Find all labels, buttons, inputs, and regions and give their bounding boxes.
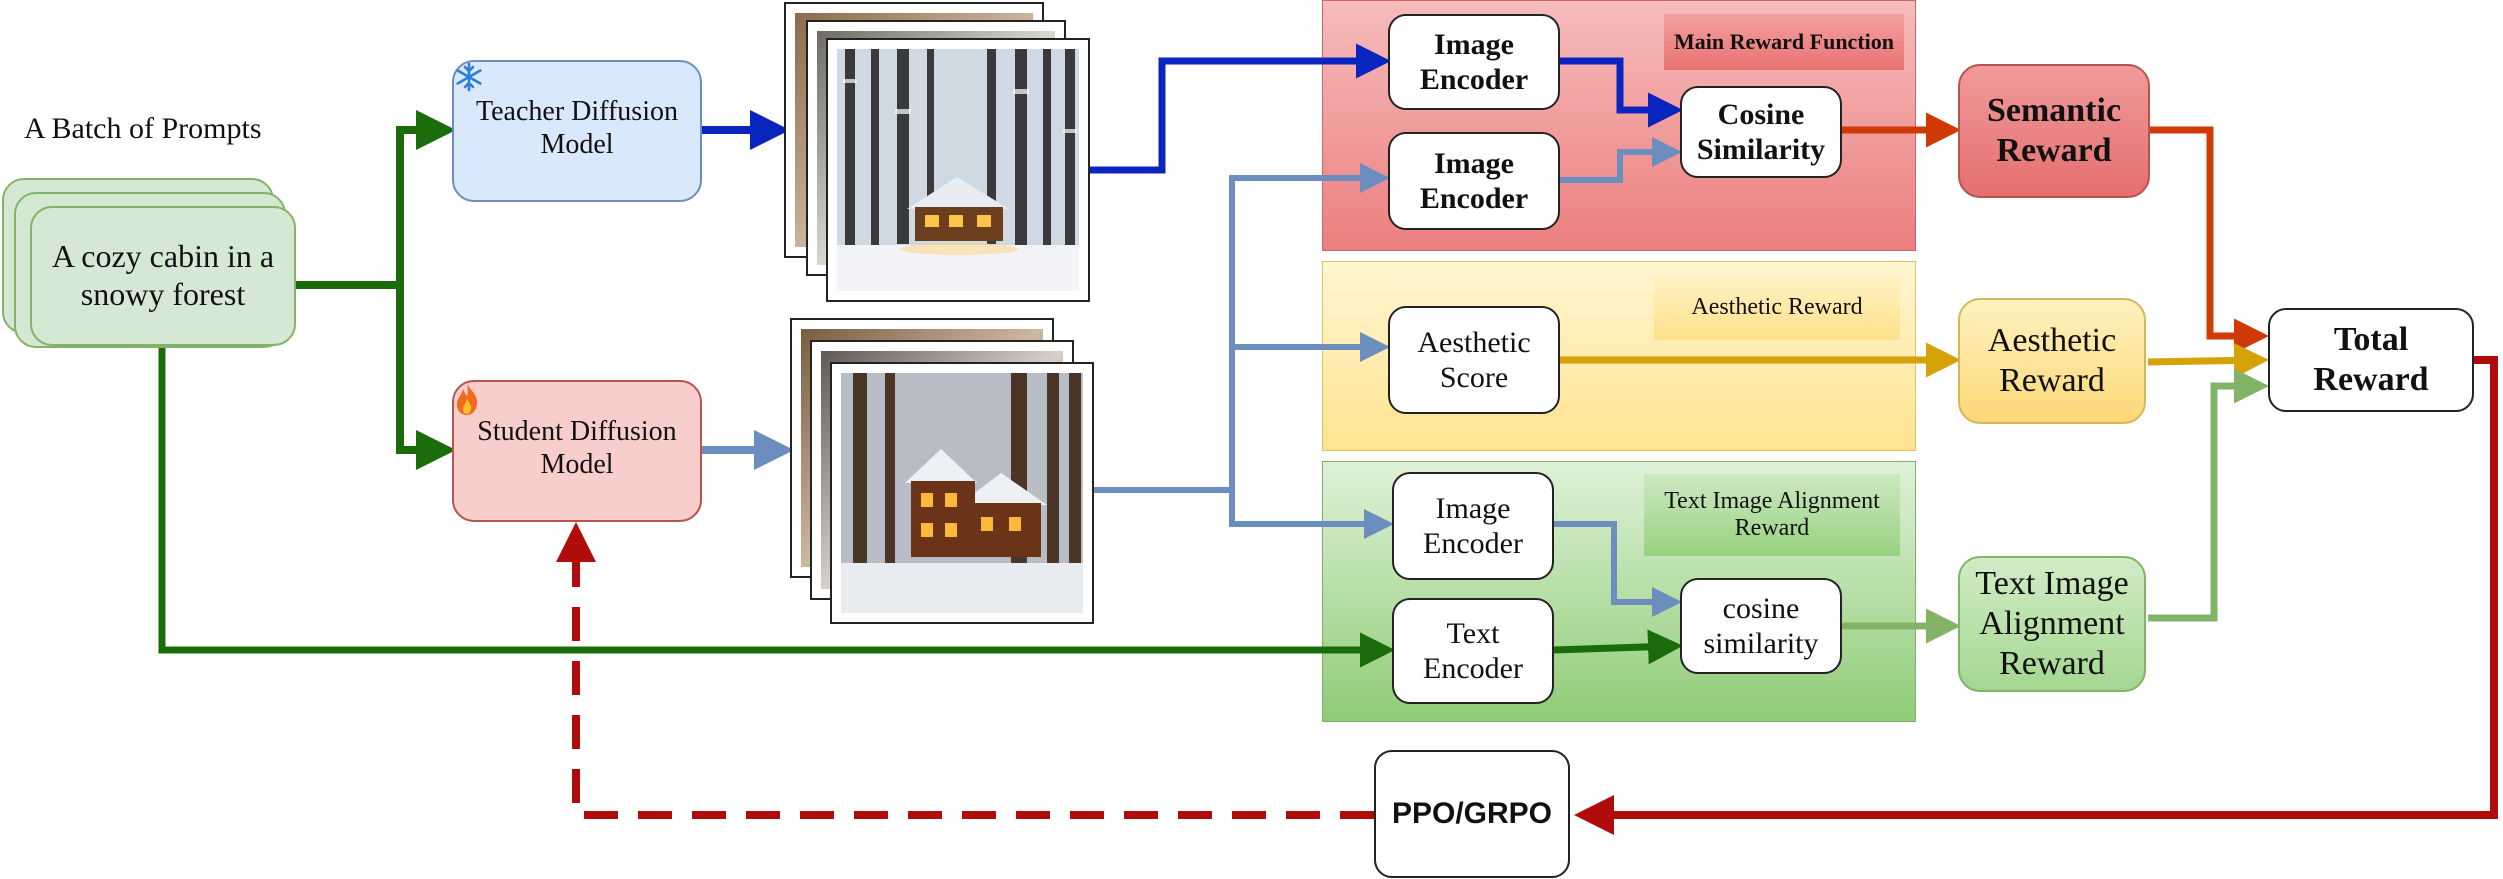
arrow-alignment-to-total [2148,368,2269,622]
main-image-encoder-2: Image Encoder [1388,132,1560,230]
student-model-label: Student Diffusion Model [477,415,677,480]
aesthetic-reward-box: Aesthetic Reward [1958,298,2146,424]
main-cosine-similarity: Cosine Similarity [1680,86,1842,178]
ppo-grpo-box: PPO/GRPO [1374,750,1570,878]
teacher-generated-image [826,38,1090,302]
arrow-encoder1-to-cosine [1560,57,1683,128]
arrow-semantic-to-total [2150,126,2269,354]
arrow-text-enc-to-cosine [1553,629,1683,665]
prompt-text: A cozy cabin in a snowy forest [51,238,275,312]
arrow-encoder2-to-cosine [1560,137,1682,183]
main-reward-title: Main Reward Function [1664,14,1904,70]
aesthetic-reward-title: Aesthetic Reward [1654,274,1900,340]
arrow-prompt-to-student [396,285,456,470]
student-generated-image [830,362,1094,624]
aesthetic-score-node: Aesthetic Score [1388,306,1560,414]
alignment-reward-title: Text Image Alignment Reward [1644,474,1900,556]
student-model-box: Student Diffusion Model [452,380,702,522]
alignment-text-encoder: Text Encoder [1392,598,1554,704]
alignment-image-encoder: Image Encoder [1392,472,1554,580]
arrow-prompt-to-teacher [396,110,456,285]
arrow-teacher-images-to-encoder [1088,43,1391,174]
semantic-reward-box: Semantic Reward [1958,64,2150,198]
total-reward-box: Total Reward [2268,308,2474,412]
teacher-model-box: Teacher Diffusion Model [452,60,702,202]
alignment-cosine-similarity: cosine similarity [1680,578,1842,674]
arrow-total-to-ppo [1574,356,2498,835]
prompt-card: A cozy cabin in a snowy forest [30,206,296,346]
teacher-model-label: Teacher Diffusion Model [475,95,678,160]
alignment-reward-box: Text Image Alignment Reward [1958,556,2146,692]
arrow-aesthetic-to-total [2147,342,2269,378]
prompts-heading: A Batch of Prompts [24,112,262,145]
arrow-student-to-encoder-2 [1229,163,1390,490]
main-image-encoder-1: Image Encoder [1388,14,1560,110]
arrow-student-to-align-encoder [1229,490,1394,539]
arrow-ppo-to-student [556,522,1374,819]
arrow-align-image-enc-to-cosine [1554,521,1682,617]
arrow-prompt-to-text-encoder [158,345,1395,668]
